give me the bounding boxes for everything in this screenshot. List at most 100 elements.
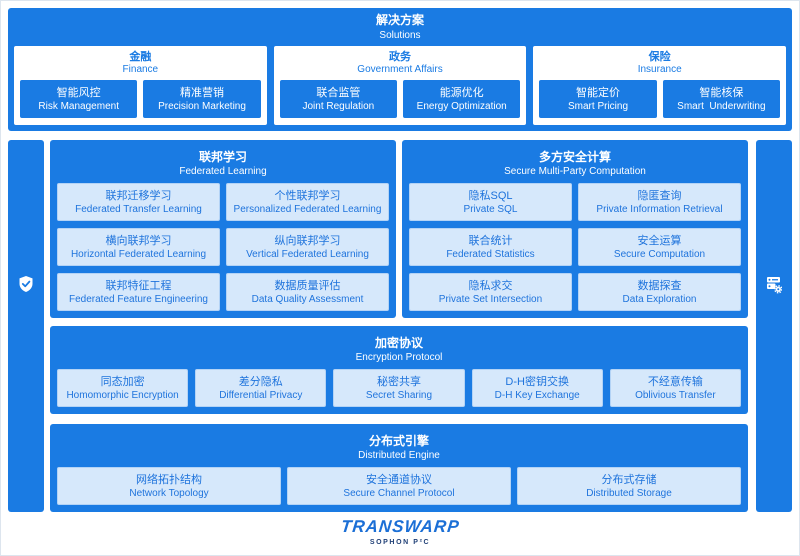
guardian-sidebar: Transwarp Guardian 安全与权限控制	[0, 140, 55, 512]
fl-item-data-quality-assessment: 数据质量评估 Data Quality Assessment	[226, 273, 389, 311]
sector-title: 政务	[389, 51, 411, 63]
logo: TRANSWARP SOPHON P²C	[0, 517, 800, 548]
cell-label-zh: 数据质量评估	[274, 279, 341, 292]
cell-label-en: D-H Key Exchange	[494, 389, 580, 401]
enc-item-oblivious-transfer: 不经意传输 Oblivious Transfer	[609, 369, 741, 407]
mpc-item-private-information-retrieval: 隐匿查询 Private Information Retrieval	[578, 183, 741, 221]
section-title: 加密协议	[374, 336, 423, 350]
sector-subtitle: Government Affairs	[357, 64, 443, 75]
sector-row: 金融 Finance 智能风控 Risk Management 精准营销 Pre…	[14, 46, 787, 125]
sector-finance: 金融 Finance 智能风控 Risk Management 精准营销 Pre…	[14, 46, 267, 125]
cell-label-en: Secure Computation	[613, 248, 706, 260]
cell-label-zh: 联邦特征工程	[105, 279, 172, 292]
solution-label-zh: 能源优化	[439, 86, 484, 99]
solution-label-en: Precision Marketing	[158, 100, 246, 112]
distributed-engine-section: 分布式引擎 Distributed Engine 网络拓扑结构 Network …	[50, 424, 748, 512]
solution-smart-underwriting: 智能核保 Smart Underwriting	[662, 80, 781, 118]
secure-computation-section: 多方安全计算 Secure Multi-Party Computation 隐私…	[402, 140, 748, 318]
fl-item-federated-feature-engineering: 联邦特征工程 Federated Feature Engineering	[57, 273, 220, 311]
section-subtitle: Secure Multi-Party Computation	[504, 166, 646, 177]
cell-label-en: Horizontal Federated Learning	[70, 248, 207, 260]
cell-label-en: Federated Feature Engineering	[69, 293, 208, 305]
cell-label-zh: 数据探查	[637, 279, 682, 292]
section-title: 分布式引擎	[368, 434, 429, 448]
cell-label-en: Personalized Federated Learning	[233, 203, 382, 215]
section-header: 联邦学习 Federated Learning	[57, 150, 389, 179]
mpc-item-private-sql: 隐私SQL Private SQL	[409, 183, 572, 221]
manager-text: Transwarp Manager 安装 升级 运维 配置	[709, 300, 800, 376]
sector-subtitle: Finance	[122, 64, 159, 75]
section-title: 联邦学习	[198, 150, 247, 164]
solutions-section: 解决方案 Solutions 金融 Finance 智能风控 Risk Mana…	[8, 8, 792, 131]
cell-label-en: Differential Privacy	[219, 389, 303, 401]
solutions-header: 解决方案 Solutions	[8, 13, 792, 44]
cell-label-en: Oblivious Transfer	[635, 389, 716, 401]
mpc-item-secure-computation: 安全运算 Secure Computation	[578, 228, 741, 266]
cell-label-zh: 横向联邦学习	[105, 234, 172, 247]
cell-label-en: Private Set Intersection	[438, 293, 543, 305]
sector-subtitle: Insurance	[637, 64, 682, 75]
solution-label-en: Energy Optimization	[416, 100, 507, 112]
solution-label-zh: 智能定价	[576, 86, 621, 99]
cell-label-zh: 安全运算	[637, 234, 682, 247]
solution-risk-management: 智能风控 Risk Management	[20, 80, 138, 118]
cell-label-zh: 隐匿查询	[637, 189, 682, 202]
enc-item-secret-sharing: 秘密共享 Secret Sharing	[333, 369, 465, 407]
section-header: 加密协议 Encryption Protocol	[57, 336, 741, 365]
eng-item-secure-channel-protocol: 安全通道协议 Secure Channel Protocol	[287, 467, 511, 505]
cell-label-zh: 联邦迁移学习	[105, 189, 172, 202]
section-cells: 同态加密 Homomorphic Encryption 差分隐私 Differe…	[57, 369, 741, 407]
manager-name: Transwarp Manager	[793, 300, 800, 376]
solution-label-en: Smart Underwriting	[677, 100, 766, 112]
cell-label-en: Private Information Retrieval	[596, 203, 723, 215]
sector-items: 智能风控 Risk Management 精准营销 Precision Mark…	[20, 80, 261, 118]
eng-item-distributed-storage: 分布式存储 Distributed Storage	[517, 467, 741, 505]
cell-label-zh: 隐私求交	[468, 279, 513, 292]
section-header: 分布式引擎 Distributed Engine	[57, 434, 741, 463]
cell-label-en: Network Topology	[129, 487, 209, 499]
solution-joint-regulation: 联合监管 Joint Regulation	[279, 80, 398, 118]
cell-label-zh: 隐私SQL	[468, 189, 513, 202]
manager-sidebar: Transwarp Manager 安装 升级 运维 配置	[746, 140, 800, 512]
cell-label-en: Distributed Storage	[586, 487, 672, 499]
cell-label-zh: 不经意传输	[647, 375, 703, 388]
solutions-subtitle: Solutions	[379, 30, 421, 41]
cell-label-en: Secret Sharing	[365, 389, 433, 401]
fl-item-personalized-federated-learning: 个性联邦学习 Personalized Federated Learning	[226, 183, 389, 221]
logo-product: SOPHON P²C	[369, 539, 431, 546]
cell-label-en: Data Quality Assessment	[251, 293, 364, 305]
cell-label-zh: 差分隐私	[238, 375, 283, 388]
cell-label-en: Secure Channel Protocol	[343, 487, 455, 499]
cell-label-zh: 秘密共享	[376, 375, 421, 388]
solution-label-en: Smart Pricing	[568, 100, 629, 112]
enc-item-dh-key-exchange: D-H密钥交换 D-H Key Exchange	[471, 369, 603, 407]
section-subtitle: Distributed Engine	[358, 450, 440, 461]
mpc-item-private-set-intersection: 隐私求交 Private Set Intersection	[409, 273, 572, 311]
server-settings-icon	[766, 276, 783, 294]
cell-label-zh: 安全通道协议	[366, 473, 432, 486]
solutions-title: 解决方案	[375, 13, 424, 27]
cell-label-zh: 网络拓扑结构	[136, 473, 202, 486]
section-cells: 隐私SQL Private SQL 隐匿查询 Private Informati…	[409, 183, 741, 311]
sector-insurance: 保险 Insurance 智能定价 Smart Pricing 智能核保 Sma…	[533, 46, 787, 125]
cell-label-en: Private SQL	[463, 203, 518, 215]
section-subtitle: Federated Learning	[179, 166, 267, 177]
fl-item-vertical-federated-learning: 纵向联邦学习 Vertical Federated Learning	[226, 228, 389, 266]
solution-label-zh: 精准营销	[180, 86, 225, 99]
cell-label-en: Data Exploration	[622, 293, 697, 305]
cell-label-zh: 个性联邦学习	[274, 189, 341, 202]
section-title: 多方安全计算	[538, 150, 611, 164]
federated-learning-section: 联邦学习 Federated Learning 联邦迁移学习 Federated…	[50, 140, 396, 318]
solution-label-zh: 智能核保	[699, 86, 744, 99]
manager-caption: 安装 升级 运维 配置	[746, 300, 756, 376]
enc-item-differential-privacy: 差分隐私 Differential Privacy	[195, 369, 327, 407]
section-cells: 联邦迁移学习 Federated Transfer Learning 个性联邦学…	[57, 183, 389, 311]
solution-label-en: Joint Regulation	[302, 100, 375, 112]
cell-label-zh: 同态加密	[100, 375, 145, 388]
fl-item-horizontal-federated-learning: 横向联邦学习 Horizontal Federated Learning	[57, 228, 220, 266]
sector-title: 金融	[129, 51, 152, 63]
solution-label-zh: 智能风控	[56, 86, 101, 99]
solution-label-en: Risk Management	[38, 100, 119, 112]
enc-item-homomorphic-encryption: 同态加密 Homomorphic Encryption	[57, 369, 189, 407]
